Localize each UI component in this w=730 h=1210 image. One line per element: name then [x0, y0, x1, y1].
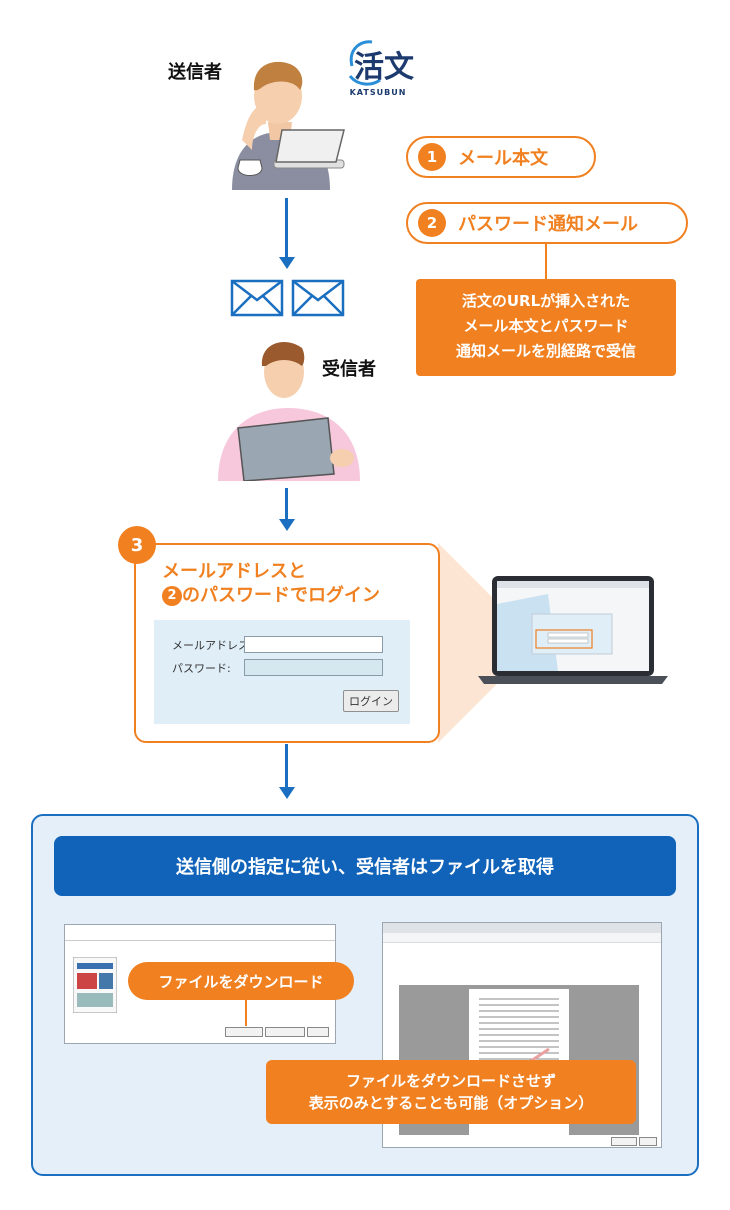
step1-pill: 1 メール本文 — [406, 136, 596, 178]
envelope-icon — [291, 279, 345, 317]
viewer-button[interactable] — [265, 1027, 305, 1037]
login-button[interactable]: ログイン — [343, 690, 399, 712]
password-label: パスワード: — [172, 662, 231, 675]
login-title-text: のパスワードでログイン — [182, 585, 380, 606]
laptop-icon — [478, 576, 668, 684]
login-title-badge: 2 — [162, 586, 182, 606]
login-title-line1: メールアドレスと — [162, 561, 306, 582]
note-line-2: メール本文とパスワード — [463, 317, 629, 335]
envelope-icon — [230, 279, 284, 317]
flow-arrow-2 — [279, 519, 295, 531]
view-only-line1: ファイルをダウンロードさせず — [345, 1072, 556, 1090]
close-button[interactable] — [307, 1027, 329, 1037]
viewer-tabbar — [383, 923, 661, 933]
download-label: ファイルをダウンロード — [128, 962, 354, 1000]
flow-arrow-3 — [279, 787, 295, 799]
receiver-illustration — [218, 342, 360, 481]
sender-label: 送信者 — [168, 62, 222, 83]
flow-arrow-1 — [279, 257, 295, 269]
logo-subtext: KATSUBUN — [349, 88, 407, 97]
download-connector — [245, 1000, 247, 1026]
view-only-note: ファイルをダウンロードさせず 表示のみとすることも可能（オプション） — [266, 1060, 636, 1124]
envelopes — [230, 279, 345, 317]
email-field[interactable] — [244, 636, 383, 653]
password-field[interactable] — [244, 659, 383, 676]
step2-pill: 2 パスワード通知メール — [406, 202, 688, 244]
email-label: メールアドレス: — [172, 639, 253, 652]
viewer-close-button[interactable] — [639, 1137, 657, 1146]
step1-label: メール本文 — [458, 148, 548, 169]
flow-line-2 — [285, 488, 288, 520]
step3-number: 3 — [118, 526, 156, 564]
step2-number: 2 — [418, 209, 446, 237]
logo-kanji: 活文 — [354, 50, 414, 85]
katsubun-logo: 活文 KATSUBUN — [342, 36, 414, 106]
download-page-header — [65, 925, 335, 941]
viewer-addressbar — [383, 933, 661, 943]
flow-line-1 — [285, 198, 288, 258]
document-thumbnail-icon — [73, 957, 117, 1013]
note-line-1: 活文のURLが挿入された — [461, 292, 631, 310]
step2-connector — [545, 244, 547, 280]
sender-illustration — [232, 61, 345, 190]
note-line-3: 通知メールを別経路で受信 — [455, 342, 636, 360]
print-button[interactable] — [611, 1137, 637, 1146]
view-only-line2: 表示のみとすることも可能（オプション） — [308, 1094, 594, 1112]
download-button[interactable] — [225, 1027, 263, 1037]
zoom-fan — [438, 543, 528, 743]
receiver-label: 受信者 — [322, 359, 376, 380]
receive-note: 活文のURLが挿入された メール本文とパスワード 通知メールを別経路で受信 — [416, 279, 676, 376]
step2-label: パスワード通知メール — [458, 214, 638, 235]
logo-mark-icon — [348, 40, 381, 86]
step1-number: 1 — [418, 143, 446, 171]
flow-line-3 — [285, 744, 288, 788]
result-banner: 送信側の指定に従い、受信者はファイルを取得 — [54, 836, 676, 896]
